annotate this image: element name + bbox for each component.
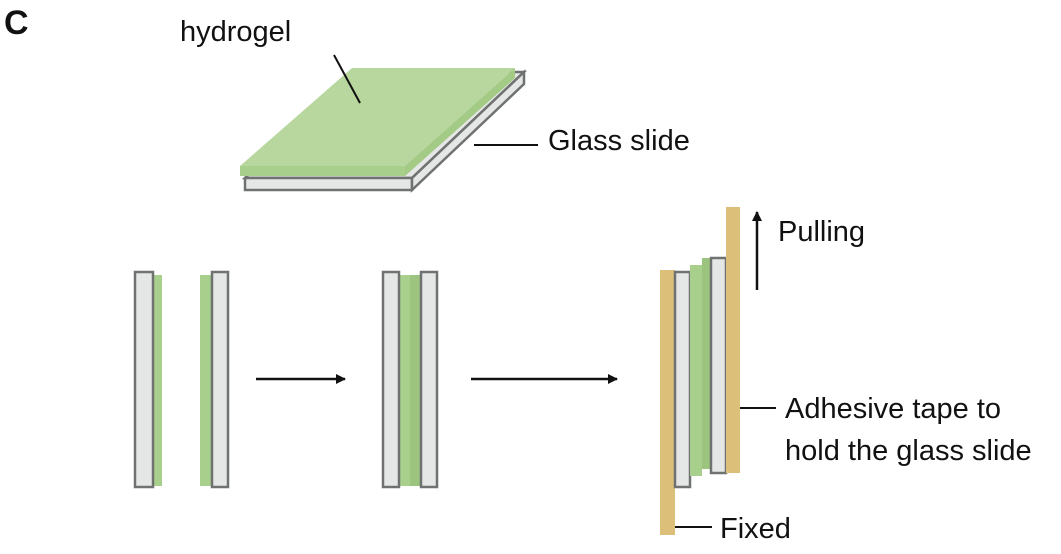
hydrogel-label: hydrogel	[180, 16, 291, 48]
hydrogel-leader-line	[333, 54, 361, 104]
step3-hydrogel-1	[690, 265, 702, 476]
step3-glass-fixed	[673, 270, 692, 489]
glass-slide-side	[410, 69, 526, 193]
step1-separate-slides	[133, 270, 230, 489]
hydrogel-on-glass-slide	[240, 68, 528, 193]
step3-hydrogel-2	[702, 258, 712, 469]
hydrogel-layer-front	[240, 166, 405, 176]
step2-hydrogel-1	[399, 275, 410, 486]
step3-pulling-test	[660, 207, 740, 535]
glass-slide-label: Glass slide	[548, 125, 690, 157]
step2-glass-left	[381, 270, 401, 489]
pulling-label: Pulling	[778, 216, 865, 248]
fixed-label: Fixed	[720, 513, 791, 545]
hydrogel-layer-top	[240, 68, 515, 166]
step2-glass-right	[419, 270, 439, 489]
hydrogel-layer-side	[405, 68, 515, 176]
adhesive-tape-label-line2: hold the glass slide	[785, 435, 1032, 467]
step1-hydrogel-right	[200, 275, 213, 486]
step2-hydrogel-2	[410, 275, 422, 486]
step1-glass-right	[210, 270, 230, 489]
step1-hydrogel-left	[152, 275, 162, 486]
adhesive-tape-label-line1: Adhesive tape to	[785, 393, 1001, 425]
fixed-adhesive-tape	[660, 270, 675, 535]
pulling-adhesive-tape	[726, 207, 740, 473]
panel-label: C	[4, 4, 29, 42]
step1-glass-left	[133, 270, 155, 489]
step3-glass-pulled	[709, 256, 728, 475]
step2-bonded-slides	[381, 270, 439, 489]
glass-slide-front	[243, 176, 414, 192]
